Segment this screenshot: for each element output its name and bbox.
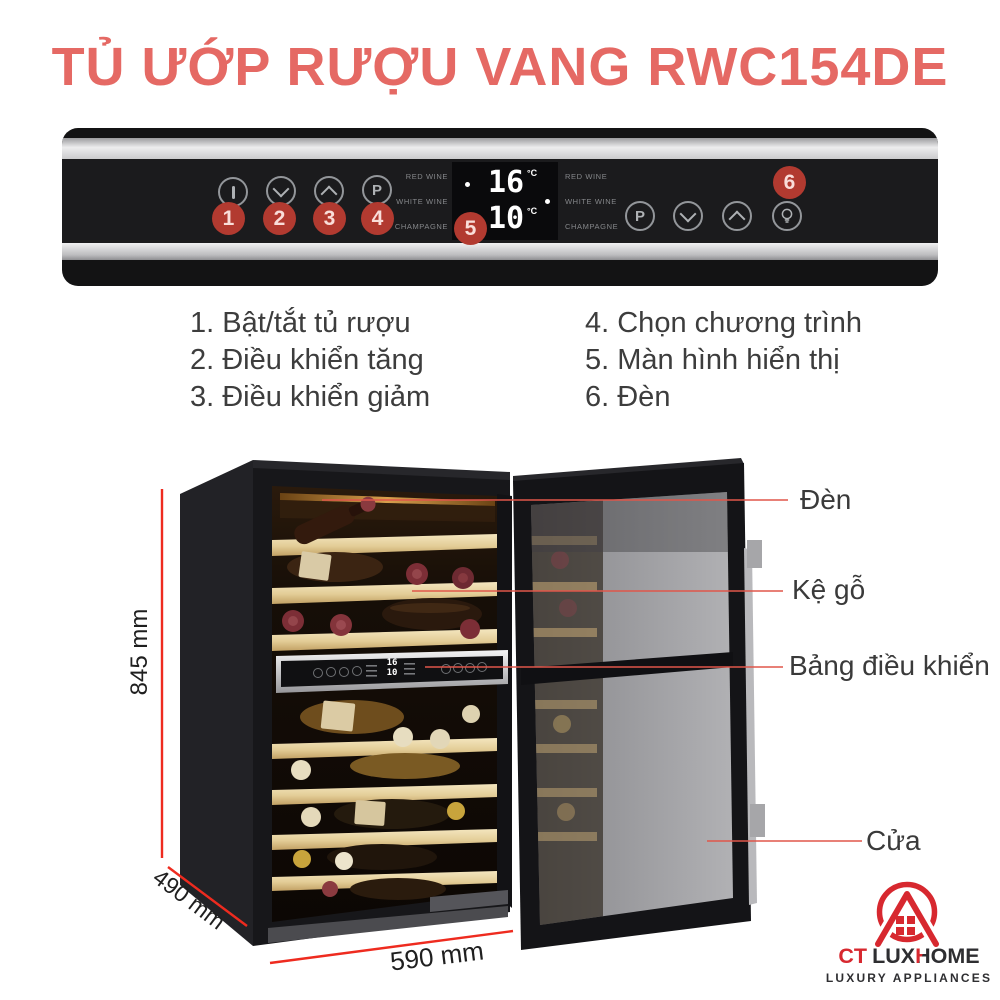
legend-item-5: 5. Màn hình hiển thị bbox=[585, 344, 840, 376]
zone-label-white-wine: WHITE WINE bbox=[396, 197, 448, 206]
marker-5: 5 bbox=[454, 212, 487, 245]
interior-control-panel bbox=[276, 650, 508, 693]
marker-2: 2 bbox=[263, 202, 296, 235]
wooden-shelf bbox=[272, 829, 497, 850]
logo-ome: OME bbox=[930, 944, 980, 968]
zone-label-red-wine-right: RED WINE bbox=[565, 172, 608, 181]
power-icon bbox=[231, 185, 235, 199]
zone-label-red-wine: RED WINE bbox=[405, 172, 448, 181]
base-vent bbox=[268, 906, 508, 943]
zone-label-champagne-right: CHAMPAGNE bbox=[565, 222, 619, 231]
control-panel-image: P RED WINE WHITE WINE CHAMPAGNE 16 °C 10… bbox=[62, 128, 938, 286]
decrease-button-right bbox=[673, 201, 703, 231]
marker-4: 4 bbox=[361, 202, 394, 235]
program-button-right: P bbox=[625, 201, 655, 231]
callout-control-panel: Bảng điều khiển bbox=[789, 650, 990, 681]
upper-temp-value: 16 bbox=[488, 165, 525, 200]
panel-silver-trim-bottom bbox=[62, 243, 938, 260]
program-icon: P bbox=[634, 207, 645, 225]
logo-h: H bbox=[915, 944, 931, 968]
door-hinge-bottom bbox=[750, 804, 765, 837]
callout-lines bbox=[322, 499, 862, 842]
door-hinge-top bbox=[747, 540, 762, 568]
increase-button-right bbox=[722, 201, 752, 231]
legend-left-column: 1. Bật/tắt tủ rượu 2. Điều khiển tăng 3.… bbox=[190, 305, 430, 416]
callout-door: Cửa bbox=[866, 825, 921, 856]
brand-logo-tagline: LUXURY APPLIANCES bbox=[825, 971, 993, 985]
upper-temp-unit: °C bbox=[527, 168, 538, 178]
light-icon bbox=[781, 208, 793, 223]
dimension-lines bbox=[160, 489, 514, 965]
legend-item-3: 3. Điều khiển giảm bbox=[190, 381, 431, 413]
lower-zone-dot bbox=[545, 199, 550, 204]
logo-lux: LUX bbox=[872, 944, 916, 968]
marker-6: 6 bbox=[773, 166, 806, 199]
wooden-shelf bbox=[272, 582, 497, 604]
wooden-shelves-upper bbox=[272, 534, 497, 651]
light-button bbox=[772, 201, 802, 231]
door-divider bbox=[521, 652, 733, 685]
legend-item-6: 6. Đèn bbox=[585, 381, 671, 413]
zone-label-champagne: CHAMPAGNE bbox=[394, 222, 448, 231]
legend-item-1: 1. Bật/tắt tủ rượu bbox=[190, 307, 411, 339]
mini-lower-temp: 10 bbox=[386, 668, 398, 678]
width-dimension-line bbox=[269, 929, 514, 965]
mini-display: 16 10 bbox=[381, 658, 403, 678]
lower-temp-value: 10 bbox=[488, 201, 525, 236]
wooden-shelf bbox=[272, 534, 497, 556]
legend-item-4: 4. Chọn chương trình bbox=[585, 307, 863, 339]
lower-temp-unit: °C bbox=[527, 206, 538, 216]
legend-item-2: 2. Điều khiển tăng bbox=[190, 344, 424, 376]
callout-shelf: Kệ gỗ bbox=[792, 574, 866, 605]
glass-reflection-shelves bbox=[531, 492, 731, 925]
program-icon: P bbox=[371, 181, 382, 199]
page-title: TỦ ƯỚP RƯỢU VANG RWC154DE bbox=[51, 37, 949, 97]
glass-door bbox=[513, 458, 765, 950]
legend-right-column: 4. Chọn chương trình 5. Màn hình hiển th… bbox=[585, 305, 862, 416]
marker-3: 3 bbox=[313, 202, 346, 235]
wooden-shelf bbox=[272, 629, 497, 651]
wine-bottles-lower bbox=[291, 700, 480, 900]
zone-label-white-wine-right: WHITE WINE bbox=[565, 197, 617, 206]
depth-dimension-line bbox=[167, 866, 248, 927]
callout-light: Đèn bbox=[800, 484, 852, 515]
logo-ct: CT bbox=[838, 944, 868, 968]
wine-bottles-upper bbox=[282, 496, 482, 639]
upper-zone-dot bbox=[465, 182, 470, 187]
wooden-shelf bbox=[272, 784, 497, 805]
mini-upper-temp: 16 bbox=[386, 658, 398, 668]
height-dimension-label: 845 mm bbox=[126, 608, 153, 696]
panel-silver-trim-top bbox=[62, 138, 938, 159]
marker-1: 1 bbox=[212, 202, 245, 235]
